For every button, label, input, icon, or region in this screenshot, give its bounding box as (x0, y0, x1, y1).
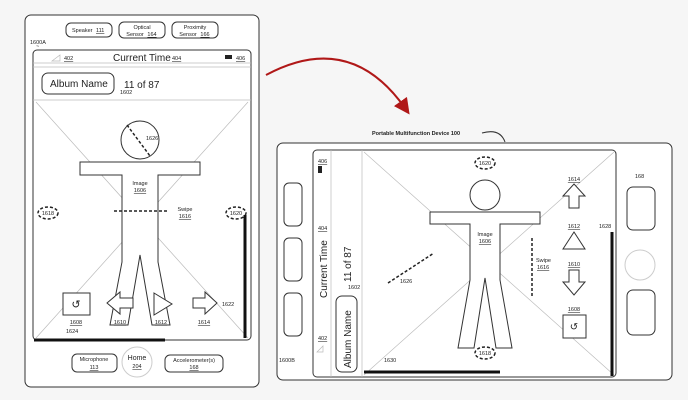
leader-squiggle: ~ (36, 44, 39, 50)
back-ref: 1610 (114, 320, 126, 326)
box-ref: 1608 (70, 320, 82, 326)
optical-label: Optical (133, 25, 150, 31)
portrait-device: 1600A ~ Speaker 111 Optical Sensor 164 P… (24, 14, 260, 388)
accelerometer-label: Accelerometer(s) (173, 358, 215, 364)
current-time: Current Time (319, 240, 330, 298)
rotate-gesture-arrow (126, 124, 151, 157)
signal-icon (316, 345, 324, 353)
accelerometer-ref: 168 (635, 174, 644, 180)
rotate-ref: 1626 (400, 279, 412, 285)
battery-icon (318, 166, 322, 173)
accelerometer: Accelerometer(s) 168 (164, 354, 224, 373)
proximity-label2: Sensor (179, 32, 197, 38)
up-arrow-icon[interactable] (561, 183, 587, 209)
album-name-label: Album Name (50, 79, 108, 90)
back-arrow-icon[interactable] (106, 290, 134, 316)
signal-icon (50, 54, 61, 62)
play-icon[interactable] (153, 292, 173, 316)
rotation-arrow (265, 57, 410, 115)
side-button-2[interactable] (283, 237, 303, 282)
microphone-ref: 113 (90, 365, 99, 371)
speaker-label: Speaker (72, 28, 93, 34)
accelerometer-ref: 168 (189, 365, 198, 371)
device-title: Portable Multifunction Device 100 (372, 131, 460, 137)
microphone: Microphone 113 (71, 353, 118, 373)
time-ref: 404 (172, 56, 181, 62)
current-time: Current Time (113, 53, 171, 64)
image-ref: 1606 (134, 188, 146, 194)
time-ref: 404 (318, 226, 327, 232)
horizontal-bar-ref: 1630 (384, 358, 396, 364)
left-tap-zone[interactable] (37, 206, 59, 220)
bottom-tap-ref: 1618 (479, 351, 491, 357)
rotate-gesture-arrow (387, 252, 435, 284)
side-button-1[interactable] (283, 182, 303, 227)
play-ref: 1612 (155, 320, 167, 326)
proximity-label: Proximity (184, 25, 207, 31)
box-glyph: ↺ (71, 299, 80, 311)
vertical-bar-ref: 1622 (222, 302, 234, 308)
image-box-icon[interactable] (562, 314, 587, 339)
box-glyph: ↺ (570, 322, 578, 333)
optical-ref: 164 (147, 32, 156, 38)
proximity-ref: 166 (200, 32, 209, 38)
proximity-sensor: Proximity Sensor 166 (171, 21, 219, 39)
album-name-button[interactable] (335, 295, 358, 373)
swipe-ref: 1616 (179, 214, 191, 220)
signal-ref: 402 (64, 56, 73, 62)
bottom-tap-zone[interactable] (474, 346, 496, 360)
battery-icon (225, 55, 232, 59)
horizontal-bar-ref: 1624 (66, 329, 78, 335)
play-ref: 1612 (568, 224, 580, 230)
box-ref: 1608 (568, 307, 580, 313)
counter-ref: 1602 (348, 285, 360, 291)
image-label: Image (132, 181, 147, 187)
battery-ref: 406 (318, 159, 327, 165)
right-tap-zone[interactable] (225, 206, 247, 220)
battery-ref: 406 (236, 56, 245, 62)
left-tap-ref: 1618 (42, 211, 54, 217)
vertical-bar-ref: 1628 (599, 224, 611, 230)
image-counter: 11 of 87 (124, 80, 160, 91)
speaker-ref: 111 (96, 28, 104, 34)
down-arrow-icon[interactable] (561, 269, 587, 296)
home-ref: 204 (132, 364, 141, 370)
image-figure[interactable] (429, 179, 541, 349)
forward-arrow-icon[interactable] (192, 290, 218, 316)
top-tap-ref: 1620 (479, 161, 491, 167)
image-box-icon[interactable] (62, 292, 91, 316)
image-label: Image (477, 232, 492, 238)
swipe-label: Swipe (178, 207, 193, 213)
device-id-label: 1600B (279, 358, 295, 364)
swipe-label: Swipe (536, 258, 551, 264)
touch-screen[interactable] (312, 149, 617, 378)
speaker-sensor: Speaker 111 (65, 22, 113, 38)
landscape-device: Portable Multifunction Device 100 1600B … (276, 131, 673, 381)
side-button-5[interactable] (626, 289, 656, 336)
optical-sensor: Optical Sensor 164 (118, 21, 166, 39)
play-icon[interactable] (562, 231, 586, 250)
swipe-ref: 1616 (537, 265, 549, 271)
right-tap-ref: 1620 (230, 211, 242, 217)
album-name-button[interactable] (41, 72, 115, 95)
rotate-ref: 1626 (146, 136, 158, 142)
forward-ref: 1614 (568, 177, 580, 183)
home-button[interactable] (624, 249, 656, 281)
forward-ref: 1614 (198, 320, 210, 326)
title-leader (481, 131, 506, 143)
home-label: Home (128, 355, 147, 362)
image-counter: 11 of 87 (343, 246, 354, 282)
top-tap-zone[interactable] (474, 156, 496, 170)
side-button-3[interactable] (283, 292, 303, 337)
image-ref: 1606 (479, 239, 491, 245)
home-button[interactable]: Home 204 (121, 346, 153, 378)
counter-ref: 1602 (120, 90, 132, 96)
side-button-4[interactable] (626, 186, 656, 231)
back-ref: 1610 (568, 262, 580, 268)
device-id-label: 1600A (30, 40, 46, 46)
microphone-label: Microphone (80, 357, 109, 363)
optical-label2: Sensor (126, 32, 144, 38)
album-name-label: Album Name (343, 310, 354, 368)
signal-ref: 402 (318, 336, 327, 342)
